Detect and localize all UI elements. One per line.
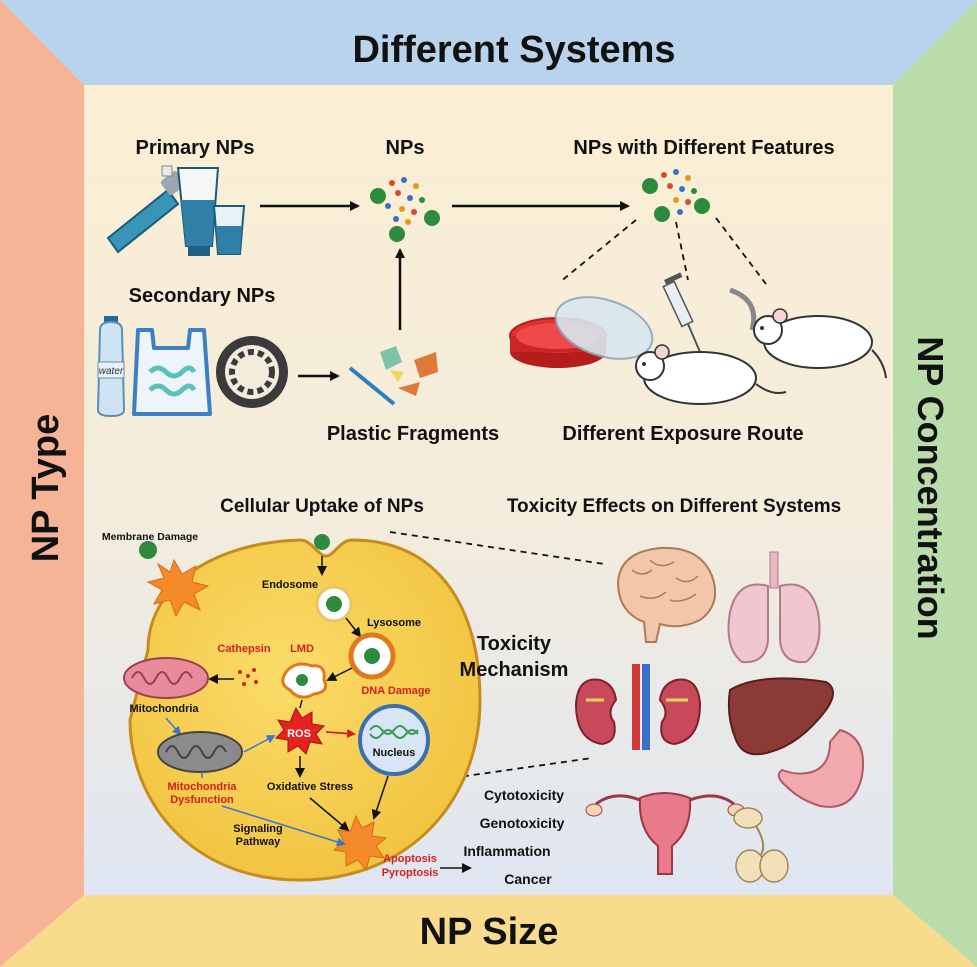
lysosome-label: Lysosome	[367, 617, 421, 629]
tire-icon	[216, 336, 288, 408]
route-line-gavage	[715, 217, 767, 285]
nucleus-label: Nucleus	[373, 747, 416, 759]
testes-icon	[733, 807, 789, 883]
mitochondria-damaged	[157, 731, 243, 773]
damaged-lysosome	[281, 662, 328, 699]
nps-features-label: NPs with Different Features	[573, 137, 834, 159]
effect-item: Genotoxicity	[480, 815, 565, 831]
mitochondria-label: Mitochondria	[129, 703, 199, 715]
frame-right-label: NP Concentration	[910, 336, 951, 639]
stomach-icon	[777, 728, 864, 808]
toxicity-systems-label: Toxicity Effects on Different Systems	[507, 496, 841, 517]
left-band	[0, 0, 84, 967]
gavage-tube-icon	[729, 287, 757, 331]
secondary-nps-label: Secondary NPs	[129, 285, 276, 307]
cellular-uptake-label: Cellular Uptake of NPs	[220, 496, 424, 517]
mouse-gavage-icon	[753, 308, 887, 379]
mito-dysfunction-label-2: Dysfunction	[170, 794, 234, 806]
bottom-band	[0, 895, 977, 967]
effect-item: Inflammation	[463, 843, 550, 859]
lysosome-vesicle	[348, 632, 396, 680]
lungs-icon	[727, 551, 821, 664]
primary-nps-label: Primary NPs	[136, 137, 255, 159]
frame-top-label: Different Systems	[352, 29, 675, 71]
cathepsin-dots	[238, 668, 258, 686]
np-entering	[314, 534, 330, 550]
cream-tube-icon	[176, 167, 220, 256]
cathepsin-label: Cathepsin	[217, 643, 270, 655]
water-bottle-icon: water	[96, 316, 126, 418]
top-band	[0, 0, 977, 85]
ros-label: ROS	[287, 728, 311, 740]
dashed-cell-to-organs-2	[451, 757, 593, 779]
membrane-damage-label: Membrane Damage	[102, 531, 198, 543]
route-line-injection	[675, 221, 689, 281]
toxicity-mechanism-label-1: Toxicity	[477, 633, 552, 655]
kidneys-icon	[574, 664, 702, 750]
signaling-label-2: Pathway	[236, 836, 282, 848]
liver-icon	[727, 677, 834, 756]
membrane-damage-burst	[139, 541, 210, 618]
endosome-vesicle	[315, 585, 353, 623]
nps-label: NPs	[386, 137, 425, 159]
plastic-fragments-label: Plastic Fragments	[327, 423, 499, 445]
signaling-label-1: Signaling	[233, 823, 283, 835]
mitochondria-healthy	[123, 657, 209, 699]
plastic-bag-icon	[132, 328, 212, 416]
mito-dysfunction-label-1: Mitochondria	[167, 781, 237, 793]
ros-burst	[274, 706, 326, 755]
toxicity-mechanism-label-2: Mechanism	[460, 659, 569, 681]
dna-damage-label: DNA Damage	[361, 685, 430, 697]
water-label: water	[99, 366, 124, 377]
frame-left-label: NP Type	[25, 414, 67, 563]
petri-dish-icon	[509, 296, 654, 368]
pyroptosis-label: Pyroptosis	[382, 867, 439, 879]
cell-body	[128, 538, 482, 882]
exposure-route-label: Different Exposure Route	[562, 423, 803, 445]
right-band	[893, 0, 977, 967]
endosome-label: Endosome	[262, 579, 318, 591]
effect-item: Cancer	[504, 871, 552, 887]
route-line-dish	[559, 219, 637, 283]
plastic-fragments-icon	[348, 346, 438, 406]
lmd-label: LMD	[290, 643, 314, 655]
oxidative-stress-label: Oxidative Stress	[267, 781, 353, 793]
frame-bottom-label: NP Size	[420, 911, 559, 953]
nucleus	[358, 704, 430, 776]
apoptosis-label: Apoptosis	[383, 853, 437, 865]
syringe-icon	[662, 272, 701, 353]
np-cluster-center	[370, 177, 440, 242]
cup-icon	[212, 205, 246, 255]
brain-icon	[616, 546, 716, 643]
mouse-injection-icon	[635, 344, 787, 405]
dashed-cell-to-organs	[389, 531, 605, 565]
np-cluster-features	[642, 169, 710, 222]
effect-item: Cytotoxicity	[484, 787, 564, 803]
